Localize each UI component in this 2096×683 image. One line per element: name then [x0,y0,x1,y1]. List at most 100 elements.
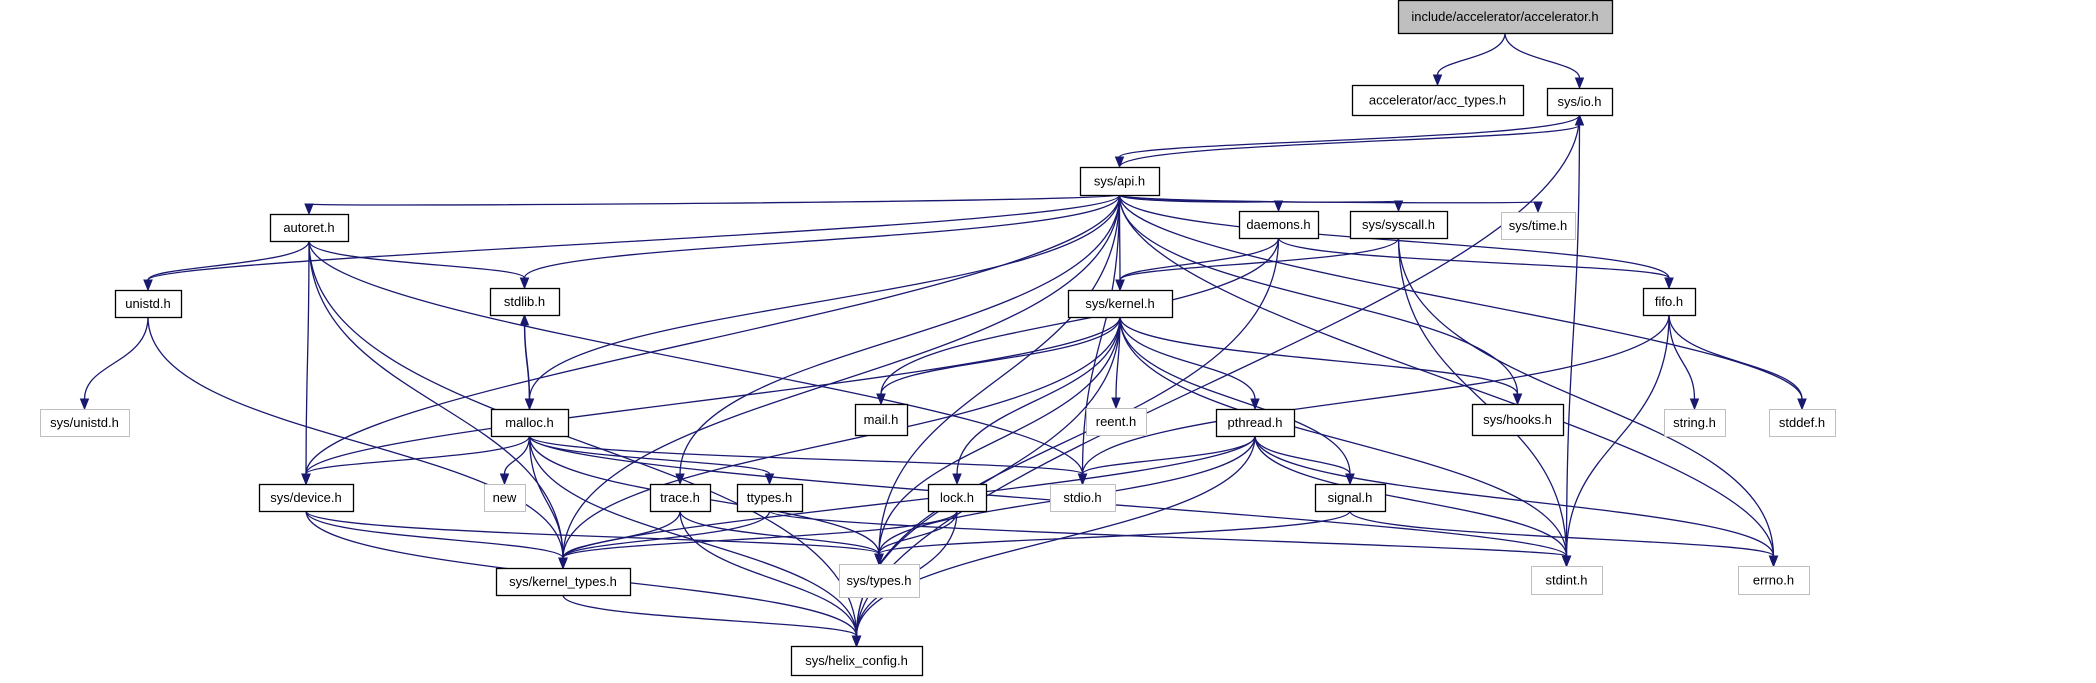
edge-fifo-to-stdint [1561,314,1670,568]
node-autoret[interactable]: autoret.h [269,213,350,243]
edge-sys-kernel-to-stdint [1119,316,1572,568]
node-sys-helix-config[interactable]: sys/helix_config.h [790,645,924,677]
node-box [1086,408,1147,436]
node-box [1314,483,1387,513]
node-box [114,289,183,319]
edge-sys-api-to-malloc [524,194,1121,411]
node-label: accelerator/acc_types.h [1369,93,1506,108]
edge-accelerator-to-acc-types [1432,32,1506,87]
node-trace[interactable]: trace.h [649,483,712,513]
node-acc-types[interactable]: accelerator/acc_types.h [1351,84,1525,117]
edge-trace-to-sys-helix-config [679,510,862,648]
node-box [269,213,350,243]
edge-sys-api-to-sys-io [1118,113,1585,168]
node-signal[interactable]: signal.h [1314,483,1387,513]
node-sys-api[interactable]: sys/api.h [1079,166,1161,197]
node-sys-hooks[interactable]: sys/hooks.h [1471,403,1565,437]
node-daemons[interactable]: daemons.h [1238,210,1320,240]
node-box [1050,484,1116,512]
edge-lock-to-sys-kernel-types [558,510,958,570]
node-new: new [484,484,526,512]
edge-sys-kernel-to-pthread [1119,316,1260,411]
node-unistd[interactable]: unistd.h [114,289,183,319]
node-lock[interactable]: lock.h [927,483,988,513]
node-label: string.h [1673,415,1716,430]
node-box [1738,566,1810,595]
edge-sys-api-to-sys-hooks [1118,194,1523,406]
node-box [1215,408,1296,438]
node-label: lock.h [940,490,974,505]
edge-sys-api-to-trace [675,194,1121,486]
edge-malloc-to-new [499,435,531,486]
node-ttypes[interactable]: ttypes.h [736,483,804,513]
node-sys-device[interactable]: sys/device.h [258,483,355,513]
node-sys-io[interactable]: sys/io.h [1546,87,1614,117]
edge-sys-kernel-to-mail [876,316,1121,406]
node-box [649,483,712,513]
node-box [1546,87,1614,117]
node-sys-kernel[interactable]: sys/kernel.h [1067,289,1174,319]
node-mail[interactable]: mail.h [854,403,909,437]
node-box [1642,287,1697,317]
edge-autoret-to-stdlib [308,240,530,290]
edge-sys-kernel-to-sys-device [301,316,1121,486]
edge-sys-api-to-sys-kernel-types [558,194,1121,570]
edge-trace-to-sys-kernel-types [558,510,681,570]
node-sys-syscall[interactable]: sys/syscall.h [1349,210,1449,240]
node-accelerator: include/accelerator/accelerator.h [1397,0,1614,35]
node-label: errno.h [1753,573,1794,588]
node-box [1238,210,1320,240]
node-label: fifo.h [1655,294,1683,309]
node-label: sys/helix_config.h [805,653,908,668]
edge-lock-to-sys-types [874,510,958,566]
node-box [489,287,561,317]
node-stdint: stdint.h [1531,566,1603,595]
edge-pthread-to-stdio [1077,435,1256,486]
node-box [1397,0,1614,35]
node-label: sys/kernel.h [1085,296,1154,311]
node-label: stddef.h [1779,415,1825,430]
node-malloc[interactable]: malloc.h [490,408,570,438]
edge-sys-syscall-to-sys-kernel [1115,237,1400,292]
node-box [790,645,924,677]
edge-sys-api-to-daemons [1118,194,1284,213]
node-label: unistd.h [125,296,171,311]
node-string: string.h [1664,409,1726,437]
node-label: sys/time.h [1509,218,1568,233]
edge-sys-api-to-stdlib [519,194,1121,290]
node-box [1531,566,1603,595]
node-sys-kernel-types[interactable]: sys/kernel_types.h [495,567,632,597]
node-label: sys/device.h [270,490,342,505]
node-fifo[interactable]: fifo.h [1642,287,1697,317]
edge-sys-kernel-to-sys-kernel-types [558,316,1121,570]
node-label: sys/unistd.h [50,415,119,430]
edge-daemons-to-fifo [1277,237,1674,290]
edge-pthread-to-sys-helix-config [851,435,1256,648]
node-reent: reent.h [1086,408,1147,436]
node-label: signal.h [1328,490,1373,505]
edge-autoret-to-stdio [308,240,1088,486]
node-label: trace.h [660,490,700,505]
node-label: sys/io.h [1557,94,1601,109]
node-box [1471,403,1565,437]
node-errno: errno.h [1738,566,1810,595]
edge-pthread-to-signal [1254,435,1355,486]
edge-sys-kernel-to-signal [1119,316,1355,486]
node-stdlib[interactable]: stdlib.h [489,287,561,317]
node-label: pthread.h [1228,415,1283,430]
node-label: stdlib.h [504,294,545,309]
edge-sys-io-to-sys-api [1114,114,1581,169]
node-sys-time: sys/time.h [1501,212,1576,240]
node-box [854,403,909,437]
edge-sys-api-to-sys-time [1118,194,1543,214]
node-box [484,484,526,512]
node-box [1067,289,1174,319]
node-box [927,483,988,513]
node-box [40,409,130,437]
edge-malloc-to-stdio [528,435,1088,486]
file-nodes: include/accelerator/accelerator.h acceler… [40,0,1836,677]
edge-sys-syscall-to-stdint [1397,237,1572,568]
edge-sys-kernel-to-lock [952,316,1121,486]
node-pthread[interactable]: pthread.h [1215,408,1296,438]
node-box [1351,84,1525,117]
